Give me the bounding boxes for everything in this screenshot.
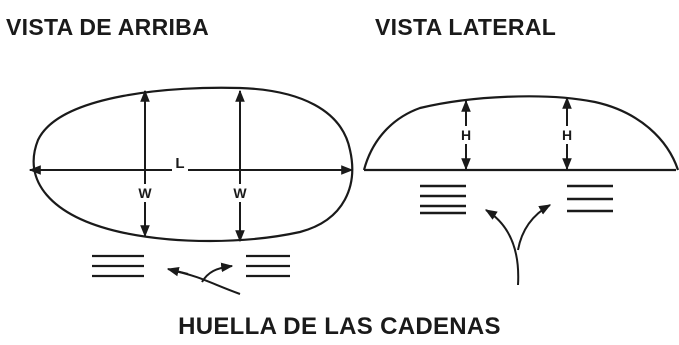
side-view-outline	[362, 95, 679, 171]
height-label-left: H	[461, 127, 471, 143]
width-label-left: W	[138, 185, 152, 201]
width-label-right: W	[233, 185, 247, 201]
top-view-outline	[32, 86, 354, 243]
top-view-track-marks	[92, 254, 290, 278]
side-view-track-marks	[420, 184, 613, 215]
footprint-caption: HUELLA DE LAS CADENAS	[178, 313, 501, 340]
height-label-right: H	[562, 127, 572, 143]
length-label: L	[175, 155, 184, 172]
height-label-left-bg	[458, 126, 474, 144]
length-label-bg	[172, 154, 188, 172]
top-view-title: VISTA DE ARRIBA	[6, 14, 209, 40]
side-view	[362, 95, 679, 172]
top-view	[28, 86, 354, 243]
side-view-turn-arrow	[484, 204, 552, 286]
height-label-right-bg	[559, 126, 575, 144]
width-label-left-bg	[136, 184, 154, 202]
top-view-turn-arrow	[166, 262, 241, 295]
side-view-title: VISTA LATERAL	[375, 14, 557, 40]
width-label-right-bg	[231, 184, 249, 202]
